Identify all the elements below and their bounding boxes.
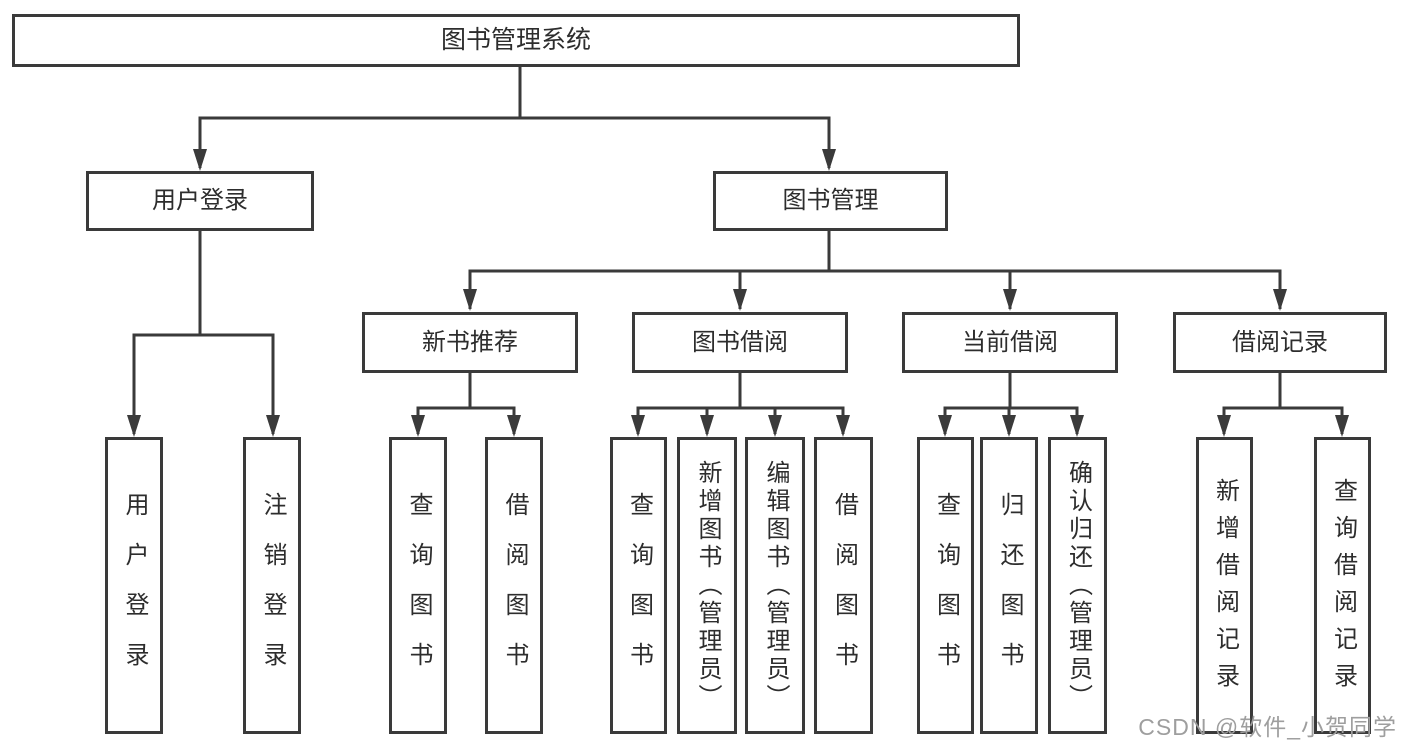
leaf-return-books: 归还图书 xyxy=(980,437,1038,734)
leaf-add-borrow-record: 新增借阅记录 xyxy=(1196,437,1253,734)
leaf-user-login: 用户登录 xyxy=(105,437,163,734)
leaf-current-query-books: 查询图书 xyxy=(917,437,974,734)
leaf-recommend-borrow-books: 借阅图书 xyxy=(485,437,543,734)
node-borrow-record: 借阅记录 xyxy=(1173,312,1387,373)
node-user-login: 用户登录 xyxy=(86,171,314,231)
leaf-query-borrow-record: 查询借阅记录 xyxy=(1314,437,1371,734)
arrowhead-icons xyxy=(127,149,1349,437)
leaf-edit-books-admin: 编辑图书（管理员） xyxy=(745,437,805,734)
leaf-add-books-admin: 新增图书（管理员） xyxy=(677,437,737,734)
node-library-management-system: 图书管理系统 xyxy=(12,14,1020,67)
leaf-borrow-books: 借阅图书 xyxy=(814,437,873,734)
node-book-borrow: 图书借阅 xyxy=(632,312,848,373)
node-current-borrow: 当前借阅 xyxy=(902,312,1118,373)
csdn-watermark: CSDN @软件_小贺同学 xyxy=(1138,714,1397,740)
node-book-management: 图书管理 xyxy=(713,171,948,231)
leaf-logout: 注销登录 xyxy=(243,437,301,734)
node-new-book-recommend: 新书推荐 xyxy=(362,312,578,373)
leaf-confirm-return-admin: 确认归还（管理员） xyxy=(1048,437,1107,734)
leaf-recommend-query-books: 查询图书 xyxy=(389,437,447,734)
leaf-borrow-query-books: 查询图书 xyxy=(610,437,667,734)
